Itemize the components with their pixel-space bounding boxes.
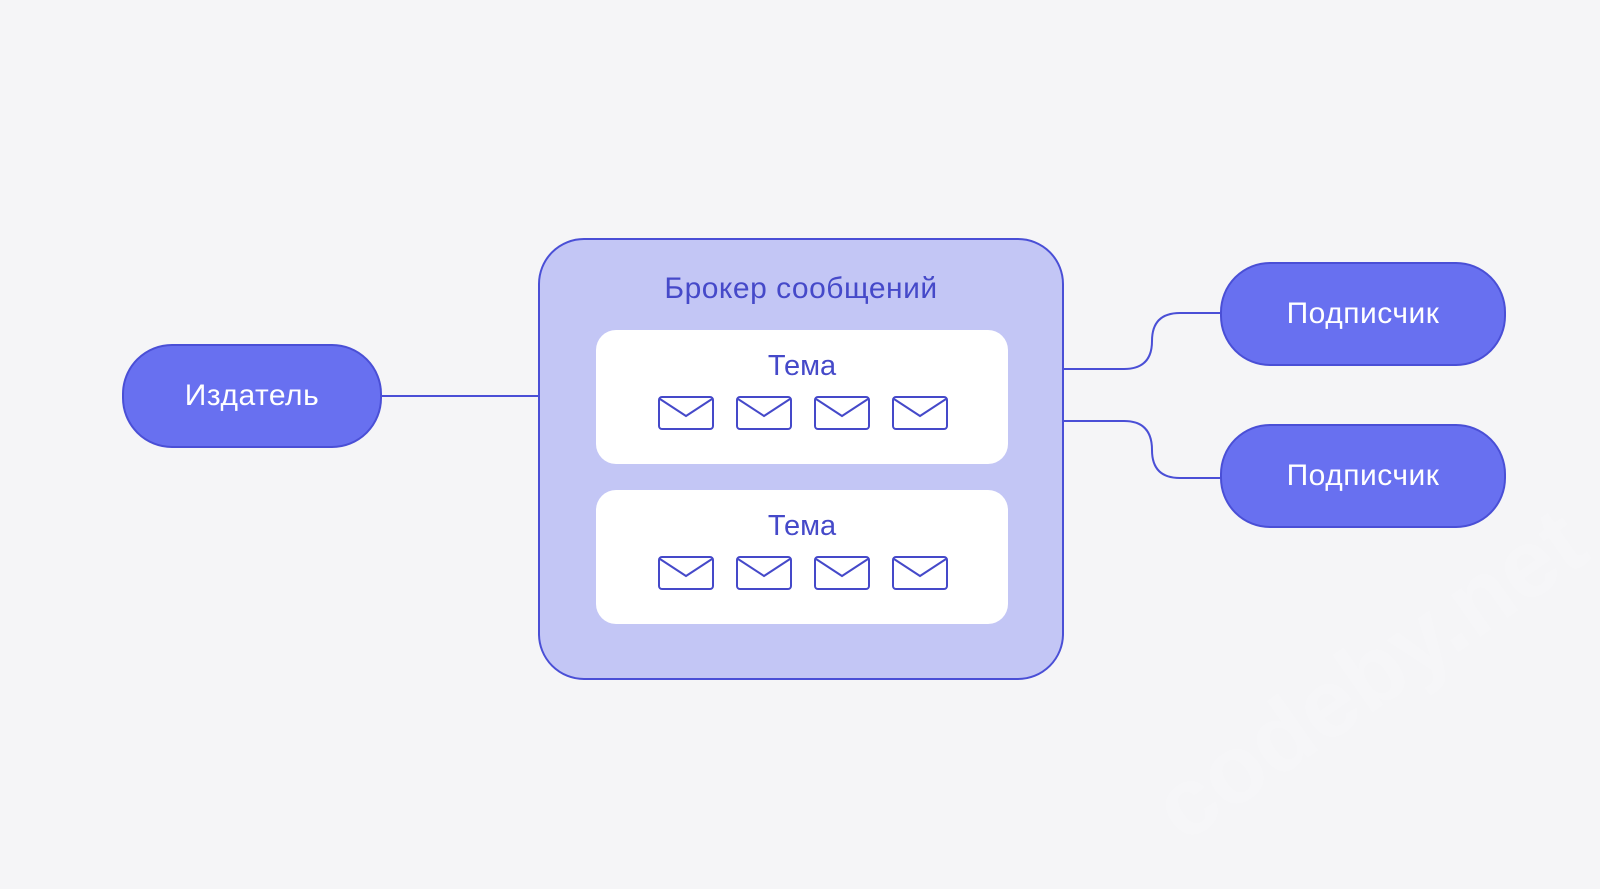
topic-box: Тема: [596, 490, 1008, 624]
subscriber-node: Подписчик: [1220, 262, 1506, 366]
envelope-icon: [814, 396, 870, 430]
message-queue: [658, 396, 948, 432]
publisher-node: Издатель: [122, 344, 382, 448]
envelope-icon: [658, 556, 714, 590]
topic-title: Тема: [767, 510, 837, 542]
subscriber-label: Подписчик: [1286, 459, 1440, 492]
envelope-icon: [736, 396, 792, 430]
publisher-label: Издатель: [184, 379, 320, 412]
broker-title: Брокер сообщений: [664, 272, 938, 305]
message-queue: [658, 556, 948, 592]
envelope-icon: [658, 396, 714, 430]
envelope-icon: [892, 396, 948, 430]
subscriber-label: Подписчик: [1286, 297, 1440, 330]
topic-box: Тема: [596, 330, 1008, 464]
subscriber-node: Подписчик: [1220, 424, 1506, 528]
envelope-icon: [892, 556, 948, 590]
watermark: codeby.net: [1134, 487, 1600, 862]
envelope-icon: [736, 556, 792, 590]
topic-title: Тема: [767, 350, 837, 382]
envelope-icon: [814, 556, 870, 590]
message-broker: Брокер сообщений Тема Тема codeby.net: [538, 238, 1600, 862]
